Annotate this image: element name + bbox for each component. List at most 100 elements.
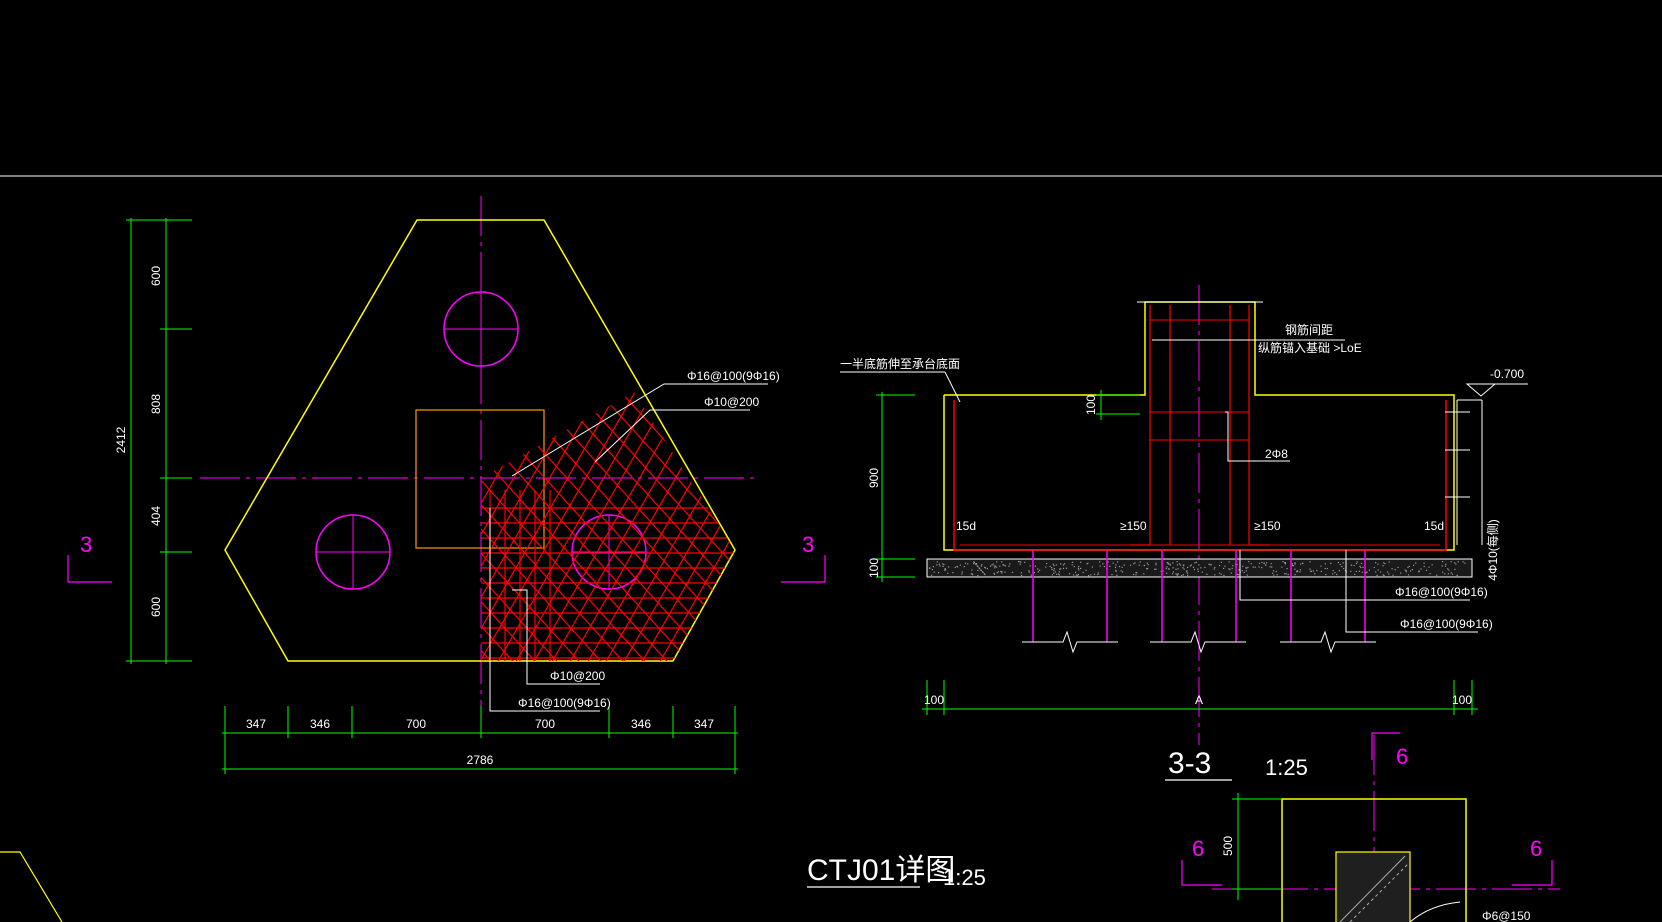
- hatch-dot: [1266, 562, 1268, 564]
- hatch-dot: [1442, 561, 1444, 563]
- detail-6-label: Φ6@150: [1482, 909, 1531, 922]
- hatch-dot: [959, 564, 961, 566]
- hatch-dot: [1355, 570, 1357, 573]
- hatch-dot: [1242, 565, 1244, 567]
- hatch-dot: [1445, 563, 1447, 565]
- hatch-dot: [1273, 570, 1275, 572]
- hatch-dot: [1075, 574, 1077, 576]
- hatch-dot: [1046, 563, 1048, 565]
- hatch-dot: [973, 561, 975, 563]
- pile-top: [443, 291, 519, 367]
- hatch-dot: [1075, 571, 1077, 573]
- hatch-dot: [1139, 561, 1141, 563]
- hatch-dot: [1320, 565, 1322, 567]
- hatch-dot: [1285, 573, 1287, 575]
- hatch-dot: [1360, 562, 1363, 565]
- hatch-dot: [1147, 568, 1149, 570]
- hatch-dot: [984, 567, 986, 569]
- hatch-dot: [970, 573, 972, 575]
- hatch-dot: [1177, 573, 1179, 575]
- hatch-dot: [1383, 574, 1385, 577]
- dim-100-br: 100: [1452, 693, 1472, 707]
- rebar-diagonal-a: [481, 392, 653, 661]
- hatch-dot: [1245, 570, 1247, 572]
- rebar-diagonal-a: [481, 392, 689, 661]
- hatch-dot: [1384, 563, 1386, 565]
- hatch-dot: [971, 573, 973, 575]
- hatch-dot: [981, 564, 983, 566]
- rebar-diagonal-b: [481, 392, 637, 661]
- hatch-dot: [984, 566, 986, 568]
- hatch-dot: [996, 572, 998, 574]
- hatch-dot: [1444, 573, 1446, 575]
- hatch-dot: [1243, 571, 1245, 573]
- hatch-dot: [1383, 562, 1385, 564]
- hatch-dot: [1330, 562, 1332, 564]
- hatch-dot: [1186, 570, 1188, 572]
- dim-900: 900: [867, 468, 881, 488]
- rebar-diagonal-a: [206, 300, 436, 700]
- hatch-dot: [1413, 564, 1415, 566]
- hatch-dot: [1182, 574, 1184, 576]
- hatch-dot: [1122, 571, 1124, 573]
- plan-view: 600 808 404 600 2412 347 346 700 700 346…: [67, 196, 986, 890]
- hatch-dot: [1039, 569, 1041, 571]
- hatch-dot: [956, 565, 958, 568]
- label-side-rebar: 4Φ10(每侧): [1485, 519, 1500, 581]
- hatch-dot: [1028, 570, 1030, 572]
- hatch-dot: [1220, 561, 1222, 563]
- column-outline: [415, 409, 545, 549]
- adjacent-drawing-fragment: [0, 851, 63, 922]
- hatch-dot: [983, 573, 985, 575]
- hatch-dot: [1198, 564, 1200, 566]
- rebar-diagonal-b: [481, 392, 659, 661]
- dim-808: 808: [149, 394, 163, 414]
- hatch-dot: [1000, 570, 1002, 573]
- hatch-dot: [977, 569, 979, 571]
- rebar-diagonal-a: [637, 392, 735, 661]
- hatch-dot: [1230, 572, 1232, 574]
- hatch-dot: [1162, 570, 1164, 572]
- hatch-dot: [1134, 562, 1136, 564]
- hatch-dot: [982, 571, 984, 574]
- section-mark-6-top: [1371, 732, 1400, 760]
- section-vertical-dimensions: 100 900 100: [867, 390, 1140, 582]
- hatch-dot: [1060, 563, 1062, 565]
- dim-346-right: 346: [631, 717, 651, 731]
- hatch-dot: [1263, 563, 1265, 565]
- dim-347-right: 347: [694, 717, 714, 731]
- dim-500: 500: [1221, 836, 1235, 856]
- hatch-dot: [1135, 574, 1137, 576]
- hatch-dot: [1065, 567, 1068, 569]
- note-top-1: 钢筋间距: [1285, 322, 1333, 337]
- hatch-dot: [1296, 571, 1298, 573]
- hatch-dot: [1450, 572, 1452, 574]
- hatch-dot: [1200, 567, 1202, 569]
- rebar-diagonal-b: [481, 392, 483, 661]
- rebar-diagonal-b: [609, 392, 735, 661]
- hatch-dot: [1175, 573, 1177, 575]
- rebar-diagonal-a: [481, 392, 635, 661]
- rebar-diagonal-a: [481, 392, 509, 661]
- rebar-diagonal-a: [481, 392, 545, 661]
- hatch-dot: [1143, 564, 1146, 566]
- hatch-dot: [1114, 566, 1117, 568]
- hatch-dot: [1410, 570, 1412, 572]
- rebar-diagonal-b: [481, 392, 703, 661]
- section-3-3: -0.700 一半底筋伸至承台底面 钢筋间距 纵筋锚入基础 >LoE 2Φ8 1…: [840, 285, 1528, 781]
- hatch-dot: [1053, 572, 1055, 574]
- hatch-dot: [1358, 570, 1360, 572]
- hatch-dot: [1120, 570, 1122, 572]
- hatch-dot: [1332, 573, 1334, 575]
- hatch-dot: [1053, 568, 1055, 570]
- hatch-dot: [1214, 574, 1216, 576]
- hatch-dot: [1059, 568, 1061, 570]
- rebar-diagonal-a: [601, 392, 735, 661]
- hatch-dot: [1423, 562, 1425, 564]
- hatch-dot: [1294, 562, 1296, 564]
- hatch-dot: [973, 563, 975, 565]
- hatch-dot: [967, 563, 969, 565]
- hatch-dot: [1024, 561, 1026, 563]
- hatch-dot: [1020, 572, 1022, 574]
- hatch-dot: [1359, 565, 1361, 567]
